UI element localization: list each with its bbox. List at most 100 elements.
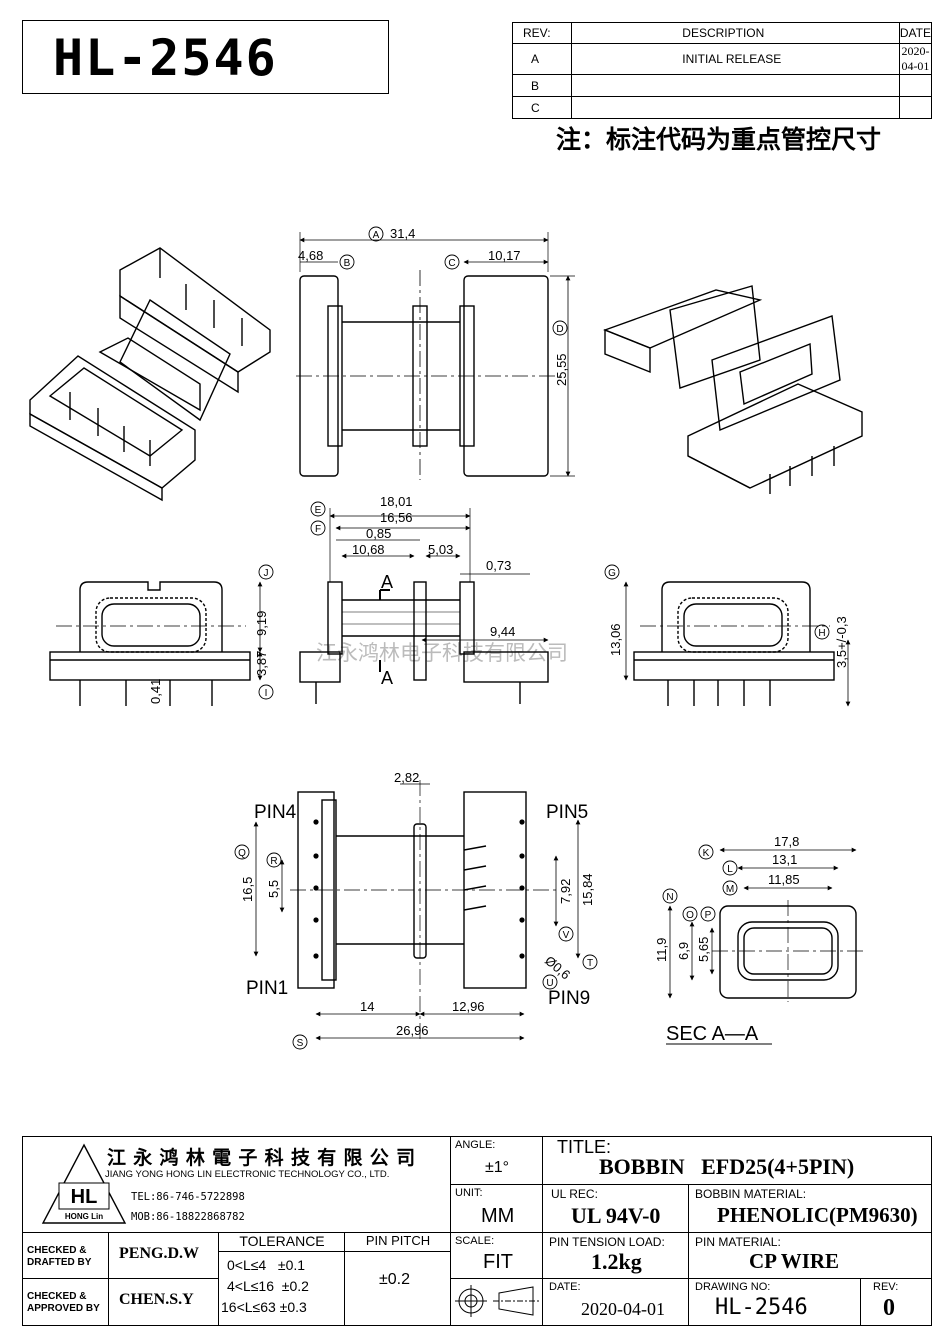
angle-label: ANGLE: [455,1139,496,1151]
projection-symbol-cell [451,1279,543,1325]
dim-165: 16,5 [240,877,255,902]
revision-table: REV: DESCRIPTION DATE A INITIAL RELEASE … [511,22,933,119]
title-label: TITLE: [557,1137,612,1157]
top-view [296,232,575,480]
rev-value: 0 [883,1295,895,1321]
watermark: 江永鸿林电子科技有限公司 [316,642,568,665]
rev-label: REV: [873,1281,899,1293]
dim-right-flange: 10,17 [488,248,521,263]
bottom-view-pins [313,819,525,959]
marker-e: E [315,505,322,516]
marker-f: F [315,524,321,535]
title-block: HL HONG Lin 江 永 鸿 林 電 子 科 技 有 限 公 司 JIAN… [22,1136,932,1326]
company-name-cn: 江 永 鸿 林 電 子 科 技 有 限 公 司 [107,1148,417,1169]
approver-name: CHEN.S.Y [119,1291,194,1308]
marker-s: S [297,1038,304,1049]
dim-overall-length: 31,4 [390,226,415,241]
bottom-view-markers: Q R V T U S [234,844,598,1050]
dim-131: 13,1 [772,852,797,867]
dim-front-085: 0,85 [366,526,391,541]
pin-pitch-value: ±0.2 [379,1271,411,1288]
approved-cell: CHECKED & APPROVED BY [23,1279,109,1325]
dim-front-073: 0,73 [486,558,511,573]
pin-tension-label: PIN TENSION LOAD: [549,1235,665,1249]
bobbin-material-value: PHENOLIC(PM9630) [717,1203,918,1227]
label-pin9: PIN9 [548,988,590,1009]
label-pin4: PIN4 [254,802,297,823]
marker-k: K [703,848,710,859]
marker-q: Q [238,848,246,859]
marker-l: L [727,864,733,875]
front-view-markers: E F [310,501,326,536]
title-cell: TITLE: BOBBIN EFD25(4+5PIN) [543,1137,931,1185]
bobbin-material-label: BOBBIN MATERIAL: [695,1187,807,1201]
company-mob: MOB:86-18822868782 [131,1211,245,1223]
rev-cell: A [511,43,573,75]
ulrec-label: UL REC: [551,1187,598,1201]
company-logo: HL HONG Lin [41,1143,127,1224]
marker-t: T [587,958,593,969]
control-note: 注：标注代码为重点管控尺寸 [556,126,882,154]
date-label: DATE: [549,1281,581,1293]
dim-front-1068: 10,68 [352,542,385,557]
tolerance-row: 4<L≤16 ±0.2 [227,1278,309,1294]
scale-value: FIT [483,1251,513,1273]
marker-a: A [373,230,380,241]
revision-row: C [511,96,933,119]
dim-178: 17,8 [774,834,799,849]
dim-1185: 11,85 [768,872,800,887]
pin-tension-value: 1.2kg [591,1249,642,1274]
tolerance-label: TOLERANCE [219,1233,345,1252]
front-view [299,508,549,704]
part-number-box: HL-2546 [22,20,389,94]
description-cell: INITIAL RELEASE [571,43,900,75]
dim-right-35: 3,5+/-0,3 [834,616,849,668]
bobbin-material-cell: BOBBIN MATERIAL: PHENOLIC(PM9630) [689,1185,931,1233]
dim-282: 2,82 [394,770,419,785]
marker-o: O [686,910,694,921]
rev-cell: C [511,96,573,119]
company-name-en: JIANG YONG HONG LIN ELECTRONIC TECHNOLOG… [105,1169,390,1180]
revision-row: A INITIAL RELEASE 2020-04-01 [511,43,933,75]
marker-r: R [270,856,277,867]
dim-right-1306: 13,06 [608,623,623,656]
angle-value: ±1° [485,1159,510,1176]
marker-g: G [608,568,616,579]
right-side-view [623,581,851,707]
drawing-number-value: HL-2546 [715,1295,808,1320]
marker-b: B [344,258,351,269]
label-pin5: PIN5 [546,802,588,823]
approved-label: CHECKED & APPROVED BY [27,1291,100,1314]
title-value: BOBBIN EFD25(4+5PIN) [599,1154,855,1179]
marker-h: H [818,628,825,639]
tolerance-row: 0<L≤4 ±0.1 [227,1257,306,1273]
iso-view-left [29,247,271,502]
pin-tension-cell: PIN TENSION LOAD: 1.2kg [543,1233,689,1279]
marker-i: I [265,688,268,699]
tolerance-row: 16<L≤63 ±0.3 [221,1299,307,1315]
drawing-number-label: DRAWING NO: [695,1281,771,1293]
projection-symbol-icon [455,1285,539,1317]
dim-left-flange: 4,68 [298,248,323,263]
section-a-a [666,847,864,1045]
bottom-view [253,780,581,1041]
svg-text:HL: HL [71,1186,98,1208]
drawing-number-cell: DRAWING NO: HL-2546 [689,1279,861,1325]
right-view-markers: G H [604,564,830,640]
marker-c: C [448,258,455,269]
dim-14: 14 [360,999,374,1014]
tolerance-cell: TOLERANCE 0<L≤4 ±0.1 4<L≤16 ±0.2 16<L≤63… [219,1233,345,1325]
checked-drafted-label: CHECKED & DRAFTED BY [27,1245,92,1268]
left-view-markers: J I [258,564,274,700]
dim-top-height: 25,55 [554,353,569,386]
svg-text:HONG Lin: HONG Lin [65,1212,103,1221]
drawing-area: 江永鸿林电子科技有限公司 [29,226,864,1050]
dim-2696: 26,96 [396,1023,429,1038]
date-value: 2020-04-01 [581,1299,665,1319]
dim-55: 5,5 [266,880,281,898]
dim-565: 5,65 [696,937,711,962]
drafter-name: PENG.D.W [119,1245,199,1262]
section-title: SEC A—A [666,1023,759,1045]
dim-left-919: 9,19 [254,611,269,636]
unit-value: MM [481,1205,515,1227]
